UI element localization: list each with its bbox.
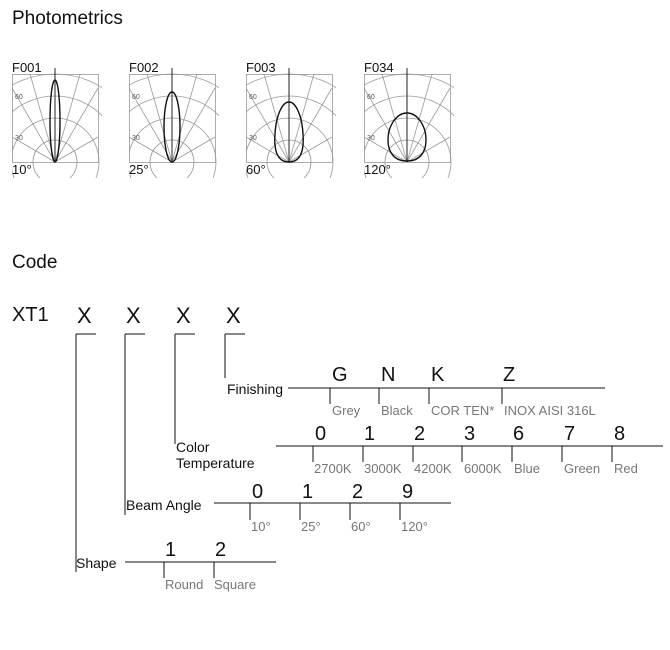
beam-angle-option-60: 60° [351,519,371,534]
color-temp-option-4200: 4200K [414,461,452,476]
photometric-item-f002: F002 60 30 25° [129,58,219,178]
finishing-option-black: Black [381,403,413,418]
color-temperature-label-line1: Color [176,439,210,455]
color-temperature-label-line2: Temperature [176,455,255,471]
beam-angle-label: 25° [129,162,149,177]
photometric-item-f001: F001 60 30 10° [12,58,102,178]
shape-code-round: 1 [165,539,177,561]
finishing-option-grey: Grey [332,403,361,418]
polar-diagram-f003 [246,68,336,178]
scale-label-30: 30 [249,135,257,142]
finishing-label: Finishing [227,381,284,397]
color-temp-option-blue: Blue [514,461,541,476]
polar-diagram-f001 [12,68,102,178]
color-temp-option-3000: 3000K [364,461,402,476]
finishing-code-inox: Z [503,364,516,386]
beam-angle-code-10: 0 [252,481,264,503]
scale-label-60: 60 [15,94,23,101]
finishing-code-black: N [381,364,396,386]
shape-code-square: 2 [215,539,227,561]
color-temp-option-6000: 6000K [464,461,502,476]
scale-label-60: 60 [132,94,140,101]
scale-label-30: 30 [367,135,375,142]
photometric-item-f034: F034 60 30 120° [364,58,454,178]
code-placeholder-shape: X [77,303,92,328]
code-placeholder-finishing: X [226,303,241,328]
scale-label-30: 30 [15,135,23,142]
finishing-option-corten: COR TEN* [431,403,495,418]
beam-angle-label: 120° [364,162,391,177]
beam-angle-option-25: 25° [301,519,321,534]
photometrics-title: Photometrics [12,8,123,29]
code-prefix: XT1 [12,304,49,326]
finishing-option-inox: INOX AISI 316L [504,403,596,418]
photometric-code: F002 [129,60,159,75]
code-placeholder-beam-angle: X [126,303,141,328]
beam-angle-label: 60° [246,162,266,177]
finishing-code-corten: K [431,364,445,386]
polar-diagram-f034 [364,68,454,178]
color-temp-code-6000: 3 [464,423,476,445]
photometric-item-f003: F003 60 30 60° [246,58,336,178]
color-temp-code-blue: 6 [513,423,525,445]
finishing-code-grey: G [332,364,348,386]
color-temp-code-2700: 0 [315,423,327,445]
color-temp-code-4200: 2 [414,423,426,445]
scale-label-30: 30 [132,135,140,142]
scale-label-60: 60 [249,94,257,101]
beam-angle-code-25: 1 [302,481,314,503]
beam-angle-option-10: 10° [251,519,271,534]
shape-option-square: Square [214,577,256,592]
shape-option-round: Round [165,577,204,592]
color-temp-code-green: 7 [564,423,576,445]
color-temp-option-green: Green [564,461,601,476]
beam-angle-label: 10° [12,162,32,177]
polar-diagram-f002 [129,68,219,178]
color-temp-code-3000: 1 [364,423,376,445]
beam-angle-code-60: 2 [352,481,364,503]
color-temp-code-red: 8 [614,423,626,445]
color-temp-option-2700: 2700K [314,461,352,476]
beam-angle-option-120: 120° [401,519,428,534]
scale-label-60: 60 [367,94,375,101]
code-title: Code [12,252,58,273]
photometric-code: F001 [12,60,42,75]
code-placeholder-color-temperature: X [176,303,191,328]
photometric-code: F034 [364,60,394,75]
beam-angle-label: Beam Angle [126,497,202,513]
photometric-code: F003 [246,60,276,75]
beam-angle-code-120: 9 [402,481,414,503]
shape-label: Shape [76,555,117,571]
color-temp-option-red: Red [614,461,638,476]
